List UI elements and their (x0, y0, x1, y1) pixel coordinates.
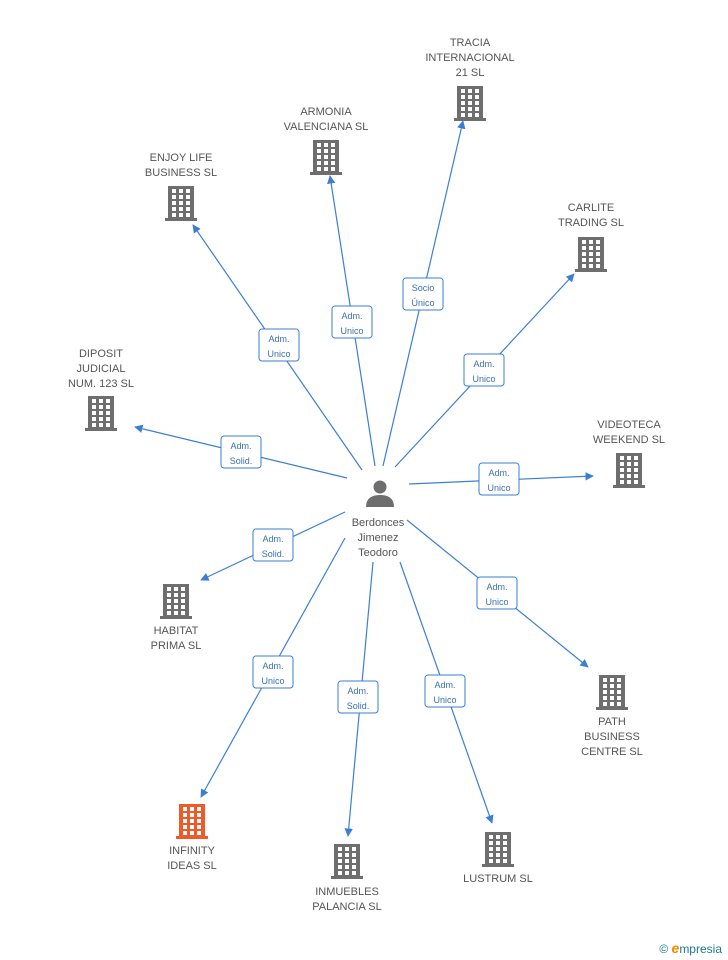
company-name-line: ARMONIA (300, 106, 352, 118)
relation-label-inmuebles: Adm. Solid. (337, 680, 379, 714)
company-name-line: TRACIA (450, 37, 491, 49)
company-name-line: WEEKEND SL (593, 434, 665, 446)
building-icon (85, 396, 117, 431)
relation-text: Adm. (341, 311, 362, 321)
relation-text: Adm. (268, 334, 289, 344)
relation-text: Unico (267, 349, 290, 359)
building-icon (165, 186, 197, 221)
person-name-line: Berdonces (352, 517, 405, 529)
company-name-line: IDEAS SL (167, 860, 217, 872)
relation-text: Adm. (347, 686, 368, 696)
company-label-tracia[interactable]: TRACIA INTERNACIONAL 21 SL (425, 37, 514, 79)
company-label-enjoy[interactable]: ENJOY LIFE BUSINESS SL (145, 152, 217, 179)
company-name-line: ENJOY LIFE (150, 152, 213, 164)
relation-label-armonia: Adm. Unico (331, 305, 373, 339)
relation-text: Socio (412, 283, 435, 293)
company-name-line: PALANCIA SL (312, 901, 382, 913)
company-name-line: LUSTRUM SL (463, 873, 533, 885)
relation-text: Unico (261, 676, 284, 686)
relation-text: Adm. (434, 680, 455, 690)
company-label-infinity[interactable]: INFINITY IDEAS SL (167, 845, 217, 872)
building-icon (331, 844, 363, 879)
company-label-diposit[interactable]: DIPOSIT JUDICIAL NUM. 123 SL (68, 348, 134, 390)
copyright-footer: © empresia (659, 940, 722, 956)
company-name-line: 21 SL (456, 67, 485, 79)
relation-text: Adm. (473, 359, 494, 369)
building-icon (613, 453, 645, 488)
relation-text: Adm. (488, 468, 509, 478)
relation-label-videoteca: Adm. Unico (478, 462, 520, 496)
relation-text: Adm. (230, 441, 251, 451)
company-name-line: BUSINESS (584, 731, 640, 743)
relation-text: Solid. (262, 549, 285, 559)
relation-label-carlite: Adm. Unico (463, 353, 505, 387)
relation-label-enjoy: Adm. Unico (258, 328, 300, 362)
empresia-logo-text: mpresia (679, 942, 722, 956)
relation-text: Unico (487, 483, 510, 493)
building-icon (596, 675, 628, 710)
relation-text: Adm. (262, 661, 283, 671)
building-icon (176, 804, 208, 839)
company-label-armonia[interactable]: ARMONIA VALENCIANA SL (284, 106, 369, 133)
company-name-line: PATH (598, 716, 626, 728)
company-name-line: NUM. 123 SL (68, 378, 134, 390)
company-name-line: TRADING SL (558, 217, 624, 229)
company-label-carlite[interactable]: CARLITE TRADING SL (558, 202, 624, 229)
company-label-inmuebles[interactable]: INMUEBLES PALANCIA SL (312, 886, 382, 913)
company-name-line: VIDEOTECA (597, 419, 661, 431)
relation-label-diposit: Adm. Solid. (220, 435, 262, 469)
relation-text: Unico (433, 695, 456, 705)
company-name-line: HABITAT (154, 625, 199, 637)
building-icon (575, 237, 607, 272)
company-label-habitat[interactable]: HABITAT PRIMA SL (151, 625, 202, 652)
person-icon (366, 480, 394, 507)
company-name-line: BUSINESS SL (145, 167, 217, 179)
company-name-line: CARLITE (568, 202, 614, 214)
relation-label-path: Adm. Unico (476, 576, 518, 610)
relation-text: Solid. (230, 456, 253, 466)
relation-text: Adm. (486, 582, 507, 592)
company-name-line: INTERNACIONAL (425, 52, 514, 64)
relation-text: Unico (485, 597, 508, 607)
person-name-line: Jimenez (358, 532, 399, 544)
company-name-line: CENTRE SL (581, 746, 643, 758)
relation-label-lustrum: Adm. Unico (424, 674, 466, 708)
company-name-line: DIPOSIT (79, 348, 123, 360)
building-icon (160, 584, 192, 619)
relation-label-habitat: Adm. Solid. (252, 528, 294, 562)
company-name-line: PRIMA SL (151, 640, 202, 652)
empresia-logo-initial: e (671, 940, 680, 956)
company-name-line: INMUEBLES (315, 886, 379, 898)
copyright-symbol: © (659, 942, 669, 956)
company-name-line: INFINITY (169, 845, 215, 857)
building-icon (482, 832, 514, 867)
company-label-videoteca[interactable]: VIDEOTECA WEEKEND SL (593, 419, 665, 446)
building-icon (310, 140, 342, 175)
relation-label-infinity: Adm. Unico (252, 655, 294, 689)
relation-text: Solid. (347, 701, 370, 711)
company-label-path[interactable]: PATH BUSINESS CENTRE SL (581, 716, 643, 758)
company-name-line: JUDICIAL (77, 363, 126, 375)
person-name-line: Teodoro (358, 547, 398, 559)
relation-text: Unico (340, 326, 363, 336)
relation-text: Único (411, 298, 434, 308)
building-icon (454, 86, 486, 121)
relation-text: Unico (472, 374, 495, 384)
company-label-lustrum[interactable]: LUSTRUM SL (463, 873, 533, 885)
company-name-line: VALENCIANA SL (284, 121, 369, 133)
relation-text: Adm. (262, 534, 283, 544)
